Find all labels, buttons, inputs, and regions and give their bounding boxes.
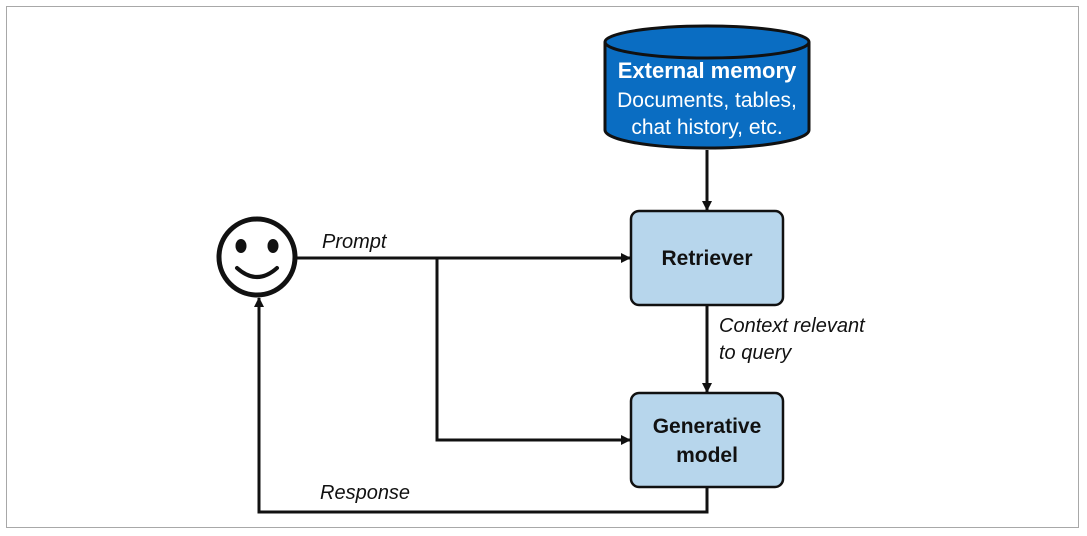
generative-model-line2: model	[676, 444, 738, 467]
response-label: Response	[320, 482, 410, 504]
external-memory-line2: chat history, etc.	[631, 116, 782, 139]
cylinder-body	[603, 42, 811, 150]
external-memory-line1: Documents, tables,	[617, 89, 797, 112]
prompt-to-model-arrow	[435, 258, 631, 445]
prompt-label: Prompt	[322, 231, 388, 253]
retriever-box: Retriever	[629, 209, 785, 307]
cylinder-top	[603, 24, 811, 60]
external-memory-cylinder: External memory Documents, tables, chat …	[603, 24, 811, 150]
context-label-line2: to query	[719, 342, 792, 364]
external-memory-title: External memory	[618, 58, 797, 83]
response-arrow	[254, 297, 709, 514]
generative-model-line1: Generative	[653, 415, 762, 438]
generative-model-box: Generative model	[629, 391, 785, 489]
smiley-face-icon	[216, 216, 298, 298]
retriever-label: Retriever	[661, 247, 752, 270]
context-label-line1: Context relevant	[719, 315, 866, 337]
